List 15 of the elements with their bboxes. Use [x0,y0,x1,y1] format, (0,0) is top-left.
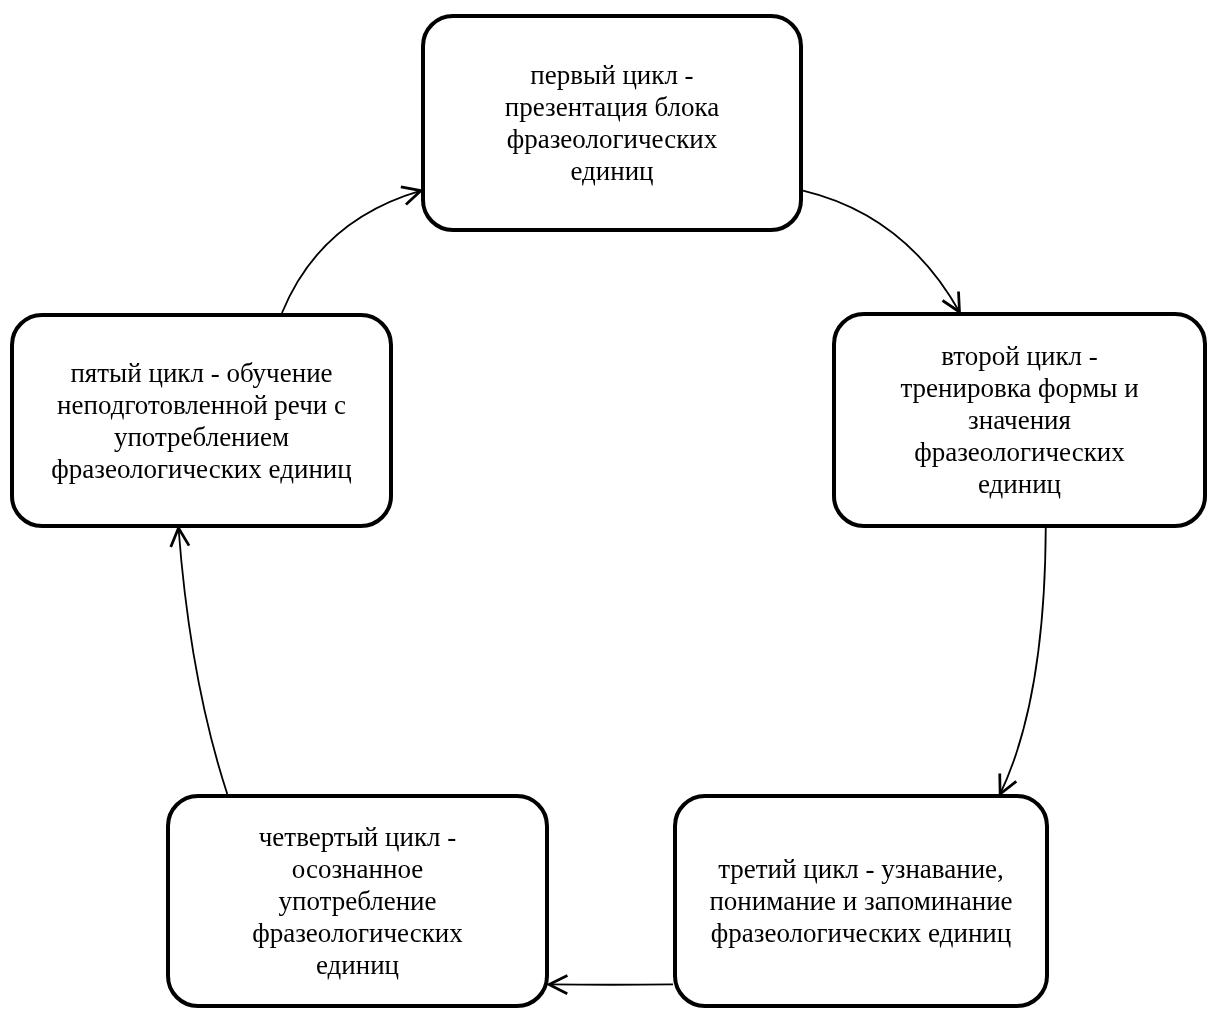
step-text: первый цикл - презентация блока фразеологических единиц [503,59,721,187]
arrow [547,974,674,996]
step-text: пятый цикл - обучение неподготовленной речи с употреблением фразеологических единиц [50,356,353,485]
process-box [10,313,393,528]
arrow [281,186,423,314]
process-box [421,14,803,232]
arrow [997,527,1047,796]
process-box [673,794,1049,1008]
step-text: третий цикл - узнавание, понимание и запоминание фразеологических единиц [708,853,1014,949]
step-text: второй цикл - тренировка формы и значения фразеологических единиц [899,340,1140,500]
arrow [802,189,961,314]
step-text: четвертый цикл - осознанное употребление фразеологических единиц [251,821,464,981]
arrow [169,526,229,795]
process-box [166,794,549,1008]
process-box [832,312,1207,528]
